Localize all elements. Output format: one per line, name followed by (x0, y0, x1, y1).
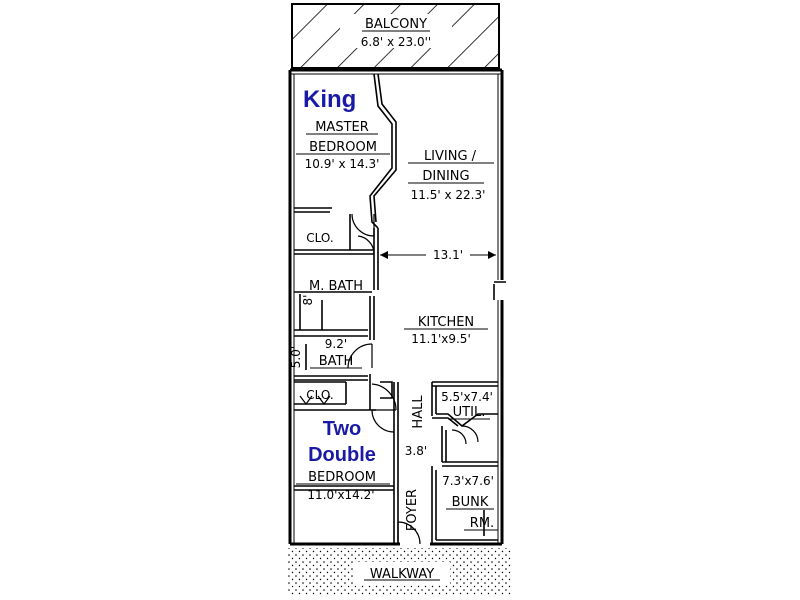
bath-label: BATH (319, 354, 354, 369)
exterior-walls (288, 68, 506, 546)
kitchen-dimensions: 11.1'x9.5' (411, 332, 471, 346)
master-bath: M. BATH 8' (301, 279, 363, 305)
kitchen-label: KITCHEN (418, 315, 474, 330)
master-bedroom-label-line2: BEDROOM (309, 140, 377, 155)
utility-dimensions: 5.5'x7.4' (441, 390, 493, 404)
bath-side-dimension: 5.0' (289, 346, 303, 368)
master-closet-label: CLO. (306, 231, 333, 245)
balcony: BALCONY 6.8' x 23.0'' (291, 3, 500, 69)
balcony-label: BALCONY (365, 17, 427, 32)
balcony-dimensions: 6.8' x 23.0'' (361, 35, 431, 49)
second-bedroom: Two Double BEDROOM 11.0'x14.2' (296, 418, 390, 502)
living-dining-dimensions: 11.5' x 22.3' (411, 188, 486, 202)
kitchen: KITCHEN 11.1'x9.5' (404, 315, 488, 346)
hall-label: HALL (411, 395, 426, 429)
master-bedroom-label-line1: MASTER (315, 120, 369, 135)
hall: HALL 3.8' (405, 395, 427, 458)
width-dimension-value: 13.1' (433, 248, 463, 262)
doors (299, 213, 479, 545)
living-dining-label-line1: LIVING / (424, 149, 477, 164)
bed-type-line1: Two (323, 418, 362, 440)
second-bedroom-dimensions: 11.0'x14.2' (307, 488, 374, 502)
bunk-room: 7.3'x7.6' BUNK RM. (442, 474, 498, 531)
hall-width: 3.8' (405, 444, 427, 458)
bath: 9.2' BATH 5.0' (289, 337, 362, 369)
bed-type-king: King (303, 86, 356, 113)
second-closet: CLO. (306, 388, 333, 402)
utility-label: UTIL. (453, 405, 486, 420)
walkway-label: WALKWAY (370, 567, 434, 582)
master-closet: CLO. (306, 231, 333, 245)
bunk-room-dimensions: 7.3'x7.6' (442, 474, 494, 488)
master-bath-label: M. BATH (309, 279, 363, 294)
interior-walls (294, 73, 498, 544)
living-dining: LIVING / DINING 11.5' x 22.3' (408, 149, 494, 202)
second-bedroom-label: BEDROOM (308, 470, 376, 485)
foyer: FOYER (405, 489, 420, 531)
living-dining-label-line2: DINING (422, 169, 469, 184)
master-bath-side-dimension: 8' (301, 295, 315, 306)
bed-type-line2: Double (308, 444, 376, 466)
bunk-room-label-line1: BUNK (452, 495, 489, 510)
master-bedroom-dimensions: 10.9' x 14.3' (305, 157, 380, 171)
foyer-label: FOYER (405, 489, 420, 531)
walkway: WALKWAY (288, 548, 512, 596)
width-dimension: 13.1' (380, 248, 496, 262)
master-bedroom: King MASTER BEDROOM 10.9' x 14.3' (296, 86, 390, 171)
utility-room: 5.5'x7.4' UTIL. (441, 390, 493, 420)
bath-top-dimension: 9.2' (325, 337, 347, 351)
bunk-room-label-line2: RM. (470, 516, 494, 531)
second-closet-label: CLO. (306, 388, 333, 402)
